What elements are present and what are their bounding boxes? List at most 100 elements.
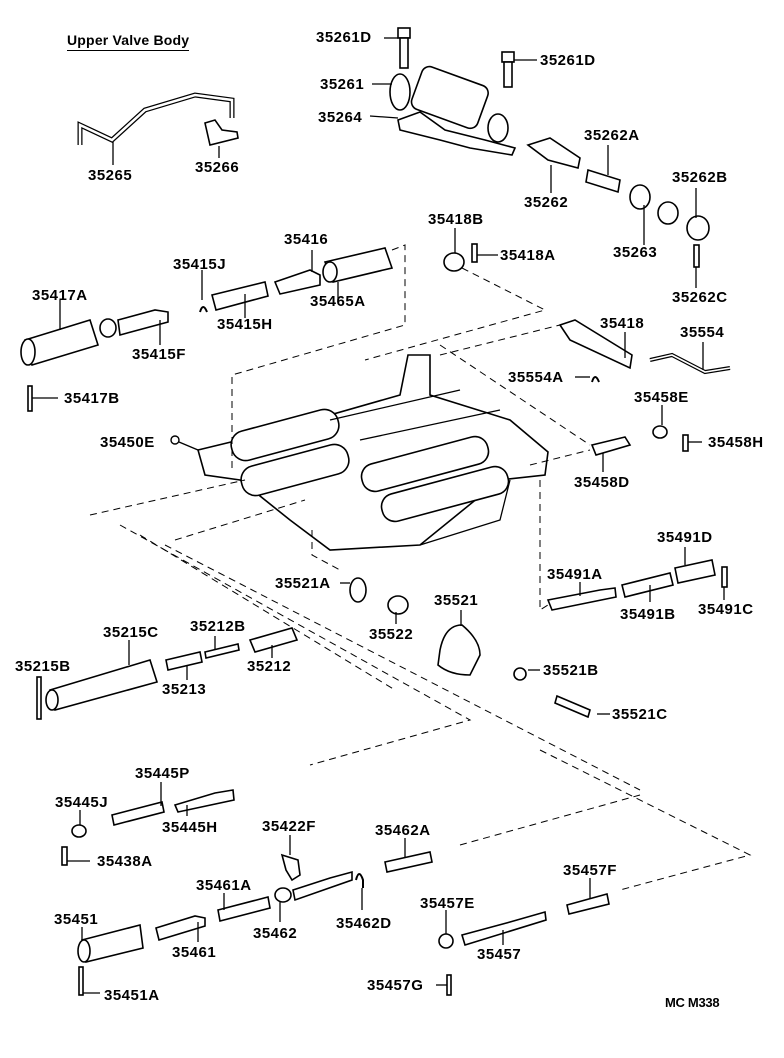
- part-label-35445H[interactable]: 35445H: [162, 819, 218, 836]
- guide-lines: [89, 244, 752, 891]
- part-label-35465A[interactable]: 35465A: [310, 293, 366, 310]
- part-35491D-plug: [674, 547, 716, 584]
- part-35491C-pin: [721, 566, 728, 600]
- part-35418A-pin: [471, 243, 498, 263]
- part-35416-valve: [273, 250, 321, 295]
- part-valve-body: [170, 354, 549, 551]
- part-label-35418A[interactable]: 35418A: [500, 247, 556, 264]
- part-35262C-pin: [693, 244, 700, 288]
- part-35462D-clip: [355, 873, 364, 910]
- part-35417A-sleeve: [20, 300, 100, 367]
- part-label-35451A[interactable]: 35451A: [104, 987, 160, 1004]
- part-label-35521B[interactable]: 35521B: [543, 662, 599, 679]
- part-label-35418B[interactable]: 35418B: [428, 211, 484, 228]
- part-label-35415J[interactable]: 35415J: [173, 256, 227, 273]
- part-35445H-valve: [173, 789, 235, 816]
- part-label-35422F[interactable]: 35422F: [262, 818, 316, 835]
- diagram-code: MC M338: [665, 995, 720, 1010]
- part-35462A-spring: [384, 838, 433, 873]
- part-label-35265[interactable]: 35265: [88, 167, 133, 184]
- part-35445J-plug: [71, 810, 87, 838]
- part-35418B-plug: [443, 228, 465, 272]
- part-label-35457F[interactable]: 35457F: [563, 862, 617, 879]
- part-35215C-sleeve: [45, 640, 159, 711]
- part-label-35263[interactable]: 35263: [613, 244, 658, 261]
- part-35522-plug: [387, 595, 409, 624]
- part-35417B-pin: [27, 385, 58, 412]
- part-label-35213[interactable]: 35213: [162, 681, 207, 698]
- part-label-35491C[interactable]: 35491C: [698, 601, 754, 618]
- part-label-35212[interactable]: 35212: [247, 658, 292, 675]
- part-35262A-spring: [585, 145, 621, 194]
- part-35262B-plug: [686, 188, 710, 241]
- part-label-35462[interactable]: 35462: [253, 925, 298, 942]
- part-label-35215C[interactable]: 35215C: [103, 624, 159, 641]
- part-label-35491A[interactable]: 35491A: [547, 566, 603, 583]
- part-label-35461A[interactable]: 35461A: [196, 877, 252, 894]
- part-35213-plug: [165, 651, 203, 680]
- part-label-35416[interactable]: 35416: [284, 231, 329, 248]
- part-label-35491D[interactable]: 35491D: [657, 529, 713, 546]
- part-35263-plug: [629, 184, 679, 245]
- part-label-35261D-a[interactable]: 35261D: [316, 29, 372, 46]
- part-label-35212B[interactable]: 35212B: [190, 618, 246, 635]
- part-35521-plate: [437, 610, 481, 676]
- part-label-35458D[interactable]: 35458D: [574, 474, 630, 491]
- part-label-35264[interactable]: 35264: [318, 109, 363, 126]
- part-label-35458E[interactable]: 35458E: [634, 389, 689, 406]
- part-label-35262C[interactable]: 35262C: [672, 289, 728, 306]
- part-label-35261[interactable]: 35261: [320, 76, 365, 93]
- part-label-35554A[interactable]: 35554A: [508, 369, 564, 386]
- part-35215B-pin: [36, 676, 42, 720]
- part-35458E-plug: [652, 405, 668, 439]
- part-label-35261D-b[interactable]: 35261D: [540, 52, 596, 69]
- part-label-35491B[interactable]: 35491B: [620, 606, 676, 623]
- part-label-35415H[interactable]: 35415H: [217, 316, 273, 333]
- part-label-35521C[interactable]: 35521C: [612, 706, 668, 723]
- part-35457-valve: [460, 910, 547, 947]
- part-label-35438A[interactable]: 35438A: [97, 853, 153, 870]
- part-35212-valve: [248, 627, 299, 658]
- part-label-35461[interactable]: 35461: [172, 944, 217, 961]
- part-35264-upper-body: [369, 65, 517, 156]
- part-label-35458H[interactable]: 35458H: [708, 434, 764, 451]
- part-label-35262B[interactable]: 35262B: [672, 169, 728, 186]
- part-35462-valve: [274, 870, 353, 922]
- part-label-35451[interactable]: 35451: [54, 911, 99, 928]
- part-35491A-valve: [546, 582, 617, 611]
- part-35554-rod: [649, 342, 731, 375]
- part-label-35415F[interactable]: 35415F: [132, 346, 186, 363]
- part-label-35266[interactable]: 35266: [195, 159, 240, 176]
- part-35415J-clip: [199, 270, 208, 313]
- part-label-35417B[interactable]: 35417B: [64, 390, 120, 407]
- part-35521B-washer: [513, 667, 540, 681]
- diagram-title: Upper Valve Body: [67, 32, 190, 51]
- part-label-35462A[interactable]: 35462A: [375, 822, 431, 839]
- part-label-35418[interactable]: 35418: [600, 315, 645, 332]
- part-label-35445J[interactable]: 35445J: [55, 794, 109, 811]
- part-35458D-valve: [590, 436, 632, 472]
- part-35422F-clip: [280, 835, 301, 882]
- part-label-35417A[interactable]: 35417A: [32, 287, 88, 304]
- part-label-35215B[interactable]: 35215B: [15, 658, 71, 675]
- part-label-35262A[interactable]: 35262A: [584, 127, 640, 144]
- part-label-35522[interactable]: 35522: [369, 626, 414, 643]
- part-35262-valve: [526, 137, 581, 193]
- part-35212B-spring: [204, 636, 240, 659]
- part-label-35262[interactable]: 35262: [524, 194, 569, 211]
- part-label-35554[interactable]: 35554: [680, 324, 725, 341]
- part-label-35457G[interactable]: 35457G: [367, 977, 424, 994]
- part-label-35462D[interactable]: 35462D: [336, 915, 392, 932]
- part-label-35457[interactable]: 35457: [477, 946, 522, 963]
- part-35491B-spring: [621, 572, 674, 602]
- part-label-35521[interactable]: 35521: [434, 592, 479, 609]
- part-label-35521A[interactable]: 35521A: [275, 575, 331, 592]
- part-35451A-pin: [78, 966, 100, 996]
- part-35457E-plug: [438, 910, 454, 949]
- part-35418-valve: [558, 319, 633, 370]
- part-label-35445P[interactable]: 35445P: [135, 765, 190, 782]
- part-35457G-pin: [436, 974, 452, 996]
- part-label-35457E[interactable]: 35457E: [420, 895, 475, 912]
- part-label-35450E[interactable]: 35450E: [100, 434, 155, 451]
